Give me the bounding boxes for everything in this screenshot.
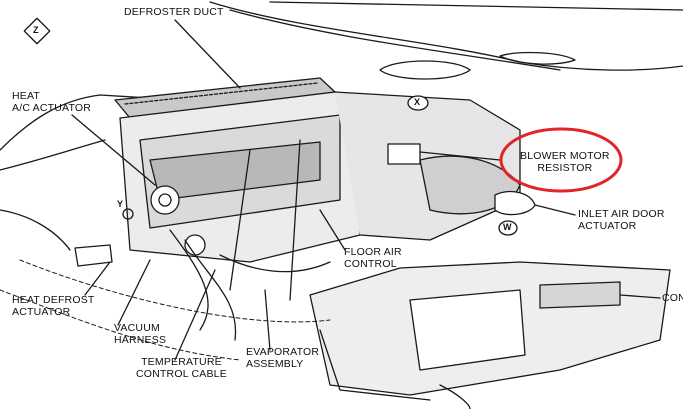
- cable-line: [219, 254, 331, 273]
- label-floor-air-control: FLOOR AIR CONTROL: [344, 246, 402, 270]
- defroster-duct-grille: [124, 82, 319, 105]
- harness-line-2: [184, 239, 237, 341]
- defroster-vent-oval-right: [499, 51, 576, 65]
- actuator-circle-1-inner: [158, 193, 172, 207]
- leader-vacuum: [117, 259, 151, 326]
- highlight-circle: [499, 127, 623, 193]
- steering-column-stub: [439, 384, 471, 409]
- leader-heat-ac: [71, 114, 156, 186]
- label-vacuum-harness: VACUUM HARNESS: [114, 322, 167, 346]
- marker-w: W: [503, 222, 512, 232]
- bracket-left: [74, 244, 113, 267]
- dash-outline: [209, 1, 683, 71]
- marker-z: Z: [33, 25, 39, 35]
- leader-temperature: [174, 269, 216, 361]
- label-heat-ac-actuator: HEAT A/C ACTUATOR: [12, 90, 92, 114]
- leader-blower: [419, 151, 501, 161]
- heater-housing-shade: [149, 141, 321, 201]
- z-marker-box: [23, 17, 51, 45]
- cowl-left-2: [0, 139, 106, 171]
- label-heat-defrost-actuator: HEAT DEFROST ACTUATOR: [12, 294, 95, 318]
- leader-floor-air: [319, 209, 346, 251]
- leader-defroster: [174, 19, 241, 89]
- label-con-truncated: CON: [662, 292, 683, 304]
- leader-inlet: [534, 204, 576, 216]
- blower-resistor: [387, 143, 421, 165]
- defroster-vent-oval: [379, 60, 471, 80]
- dashed-ref-1: [19, 259, 331, 323]
- evaporator-tube-2: [289, 139, 301, 301]
- inlet-air-door-actuator: [494, 191, 536, 216]
- radio-opening: [539, 281, 621, 309]
- marker-y: Y: [117, 199, 124, 209]
- windshield-line: [269, 1, 683, 11]
- label-blower-motor-resistor: BLOWER MOTOR RESISTOR: [520, 150, 610, 174]
- label-temperature-control-cable: TEMPERATURE CONTROL CABLE: [136, 356, 227, 380]
- dash-outline-inner: [229, 9, 561, 71]
- dashed-ref-2: [0, 289, 241, 361]
- cowl-left-3: [0, 209, 71, 251]
- marker-x: X: [414, 97, 421, 107]
- cowl-left: [0, 94, 151, 151]
- w-marker-bubble: [498, 220, 518, 236]
- x-marker-bubble: [407, 95, 429, 111]
- actuator-circle-1: [150, 185, 180, 215]
- instrument-cluster: [409, 289, 526, 371]
- harness-line: [169, 229, 209, 331]
- y-marker-circle: [122, 208, 134, 220]
- label-inlet-air-door-actuator: INLET AIR DOOR ACTUATOR: [578, 208, 665, 232]
- leader-con: [619, 294, 661, 299]
- panel-lower-edge: [319, 329, 431, 401]
- leader-evaporator: [264, 289, 271, 351]
- leader-heat-defrost: [84, 261, 111, 296]
- label-evaporator-assembly: EVAPORATOR ASSEMBLY: [246, 346, 320, 370]
- label-defroster-duct: DEFROSTER DUCT: [124, 6, 224, 18]
- evaporator-tube: [229, 149, 251, 291]
